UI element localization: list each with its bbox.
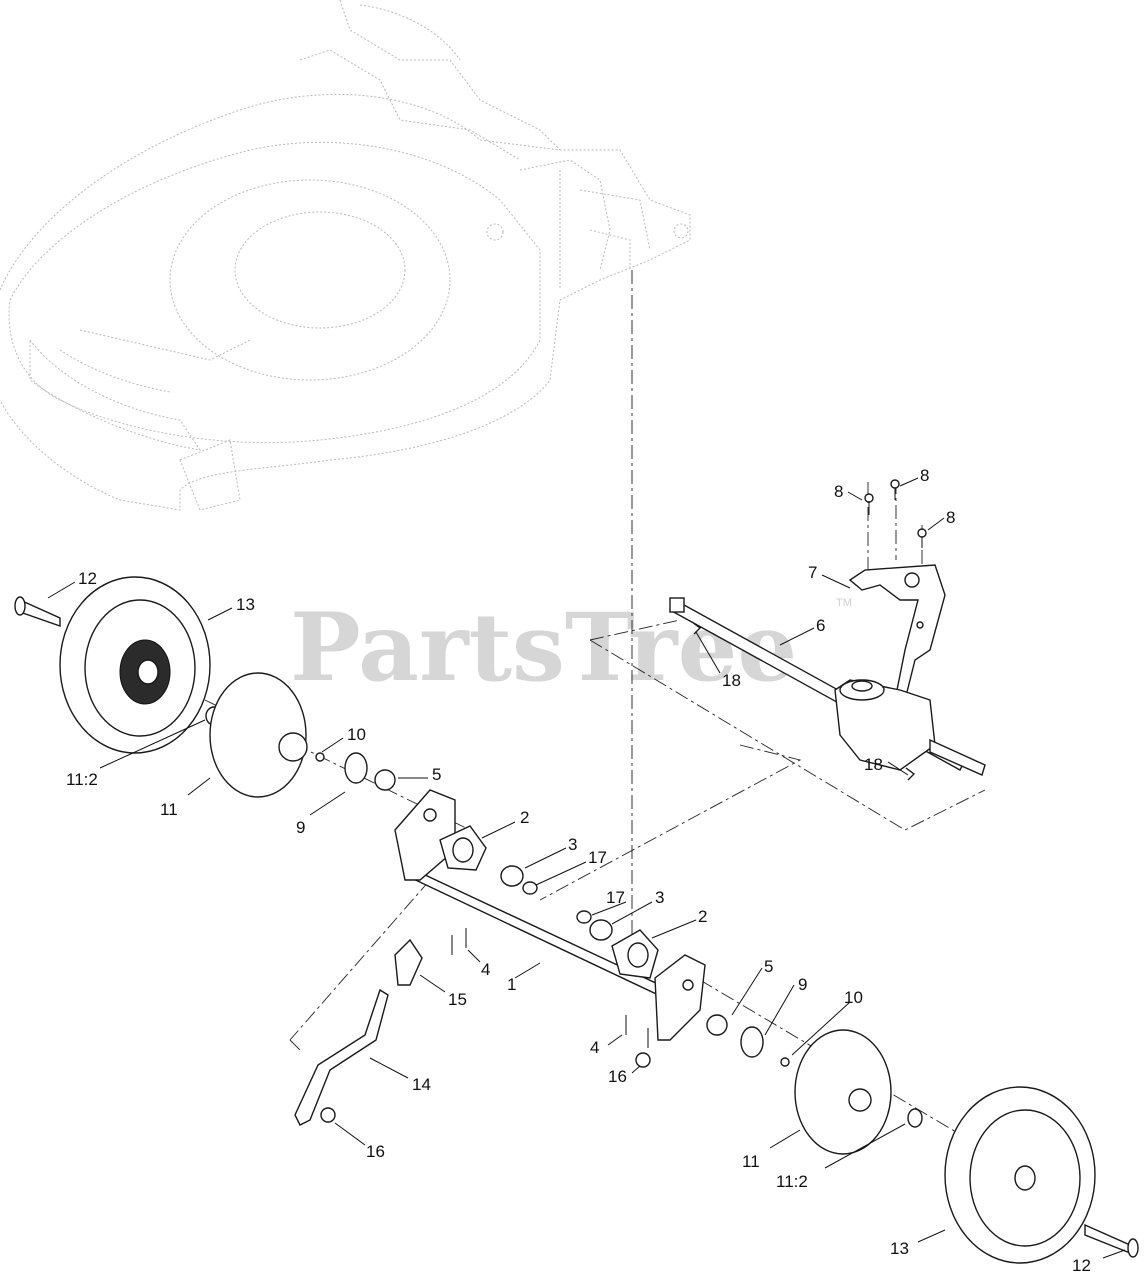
callout-2-right: 2 [698,907,707,926]
washer-11-2-right [907,1108,923,1128]
lever-14 [294,988,389,1126]
screws-8 [864,479,927,548]
callout-4-right: 4 [590,1038,599,1057]
axle-1 [404,866,693,1012]
callout-11-right: 11 [742,1152,760,1171]
callout-9-right: 9 [798,975,807,994]
bushing-5-right [706,1014,728,1036]
nut-16-right [635,1052,651,1068]
callout-7: 7 [808,563,817,582]
leader-lines [47,477,1126,1259]
callout-13-left: 13 [236,595,255,614]
callout-6: 6 [816,616,825,635]
screw-8c [917,528,927,548]
screws-4-left [451,928,467,955]
callout-12-left: 12 [78,569,97,588]
callout-12-right: 12 [1072,1256,1091,1275]
callout-16-left: 16 [366,1142,385,1161]
pinion-9-left [344,752,368,784]
transmission-assembly [669,564,986,781]
bushing-5-left [374,769,396,791]
height-adjust-lever [294,938,423,1126]
callout-17-right: 17 [606,888,625,907]
right-wheel-assembly [706,1014,1139,1264]
pinion-9-right [740,1026,764,1058]
hubcap-left [209,672,307,798]
callout-11-2-left: 11:2 [66,770,98,789]
callout-5-left: 5 [432,765,441,784]
callout-11-left: 11 [160,800,178,819]
callout-labels: 12 13 11:2 11 10 5 9 2 3 17 17 3 2 4 1 1… [66,466,1091,1275]
pivot-bracket-left [394,789,456,881]
bearing-3-right [589,919,613,941]
callout-10-right: 10 [844,988,863,1007]
screw-8b [890,479,900,500]
hubcap-right [794,1029,892,1155]
callout-4-left: 4 [481,960,490,979]
callout-14: 14 [412,1075,431,1094]
screws-4-right [625,1015,649,1048]
callout-18-top: 18 [722,671,741,690]
axle-bolt-left [19,598,61,627]
callout-8-a: 8 [834,482,843,501]
callout-8-b: 8 [920,466,929,485]
callout-9-left: 9 [296,818,305,837]
callout-2-left: 2 [520,808,529,827]
pivot-bracket-right [654,954,706,1041]
mower-deck-outline [0,0,691,511]
callout-16-right: 16 [608,1067,627,1086]
clip-18-bottom [905,767,916,781]
callout-8-c: 8 [946,508,955,527]
callout-13-right: 13 [890,1239,909,1258]
front-axle-assembly [394,789,706,1068]
callout-3-left: 3 [568,835,577,854]
bearing-3-left [500,865,524,887]
washer-17-left [522,881,538,895]
watermark-trademark: TM [836,597,852,609]
watermark: PartsTree TM [290,593,852,703]
nut-16-left [320,1107,336,1123]
callout-11-2-right: 11:2 [776,1172,808,1191]
callout-17-left: 17 [588,848,607,867]
watermark-text: PartsTree [290,593,797,703]
callout-1: 1 [507,975,516,994]
callout-5-right: 5 [764,957,773,976]
callout-10-left: 10 [347,725,366,744]
callout-15: 15 [448,990,467,1009]
axle-bolt-right [1084,1223,1131,1255]
left-wheel-assembly [14,576,396,798]
callout-18-bottom: 18 [864,755,883,774]
grip-15 [394,938,423,986]
callout-3-right: 3 [655,888,664,907]
screw-8a [864,493,874,515]
washer-17-right [576,910,592,924]
